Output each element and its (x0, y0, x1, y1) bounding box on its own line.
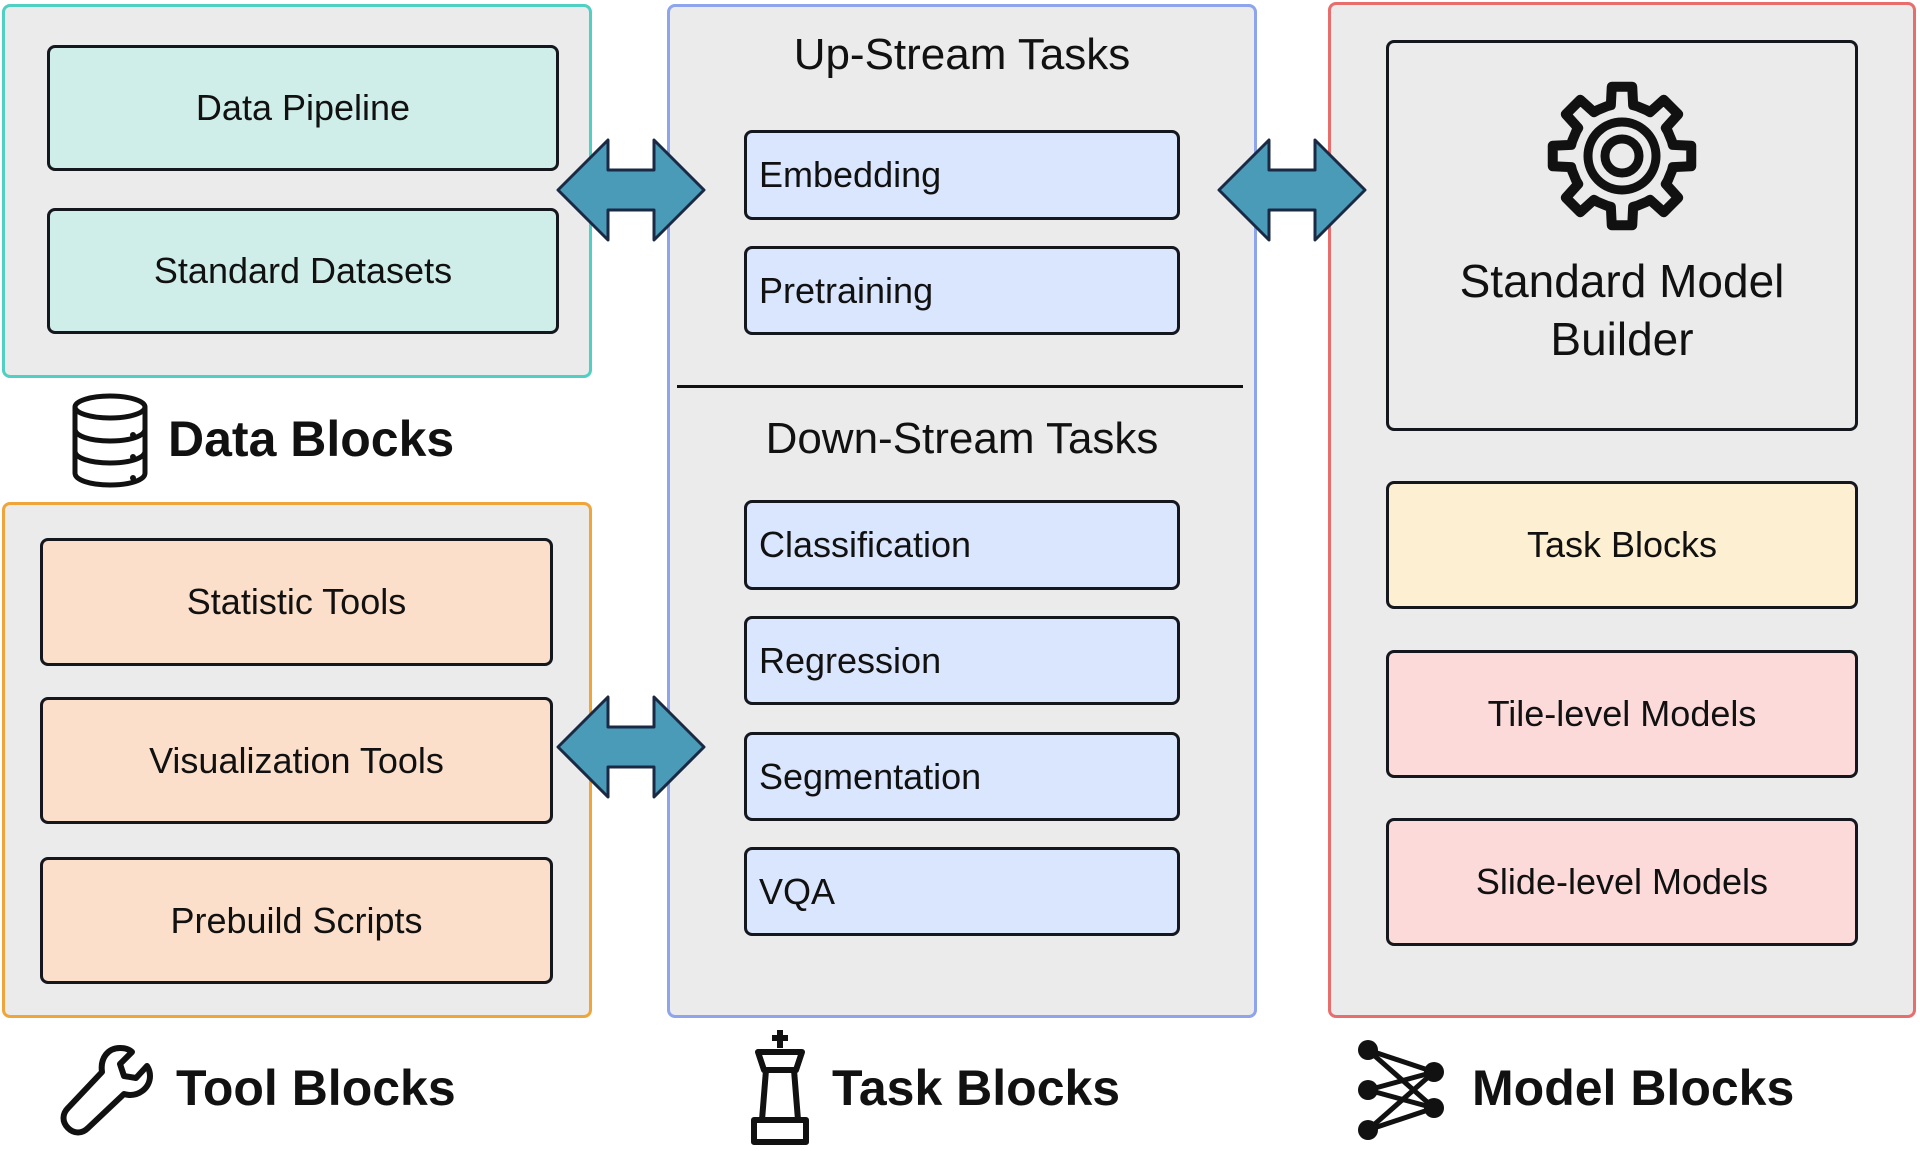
data-pipeline-block[interactable]: Data Pipeline (47, 45, 559, 171)
statistic-tools-block[interactable]: Statistic Tools (40, 538, 553, 666)
tool-task-double-arrow (556, 695, 706, 799)
model-task-blocks-block[interactable]: Task Blocks (1386, 481, 1858, 609)
visualization-tools-block[interactable]: Visualization Tools (40, 697, 553, 824)
regression-block[interactable]: Regression (744, 616, 1180, 705)
task-model-double-arrow (1217, 138, 1367, 242)
tool-blocks-legend: Tool Blocks (176, 1060, 456, 1116)
task-blocks-legend: Task Blocks (832, 1060, 1121, 1116)
data-task-double-arrow (556, 138, 706, 242)
gear-icon (1547, 81, 1697, 231)
downstream-tasks-heading: Down-Stream Tasks (765, 414, 1159, 463)
standard-model-builder-label-line2: Builder (1550, 313, 1694, 365)
data-blocks-legend: Data Blocks (168, 411, 455, 467)
tile-level-models-block[interactable]: Tile-level Models (1386, 650, 1858, 778)
neural-network-icon (1358, 1040, 1444, 1140)
model-blocks-legend: Model Blocks (1472, 1060, 1795, 1116)
standard-model-builder-label-line1: Standard Model (1459, 255, 1785, 307)
classification-block[interactable]: Classification (744, 500, 1180, 590)
wrench-icon (60, 1045, 153, 1136)
prebuild-scripts-block[interactable]: Prebuild Scripts (40, 857, 553, 984)
database-icon (72, 393, 148, 488)
upstream-tasks-heading: Up-Stream Tasks (793, 30, 1131, 79)
slide-level-models-block[interactable]: Slide-level Models (1386, 818, 1858, 946)
pretraining-block[interactable]: Pretraining (744, 246, 1180, 335)
standard-datasets-block[interactable]: Standard Datasets (47, 208, 559, 334)
chess-king-icon (751, 1030, 809, 1145)
vqa-block[interactable]: VQA (744, 847, 1180, 936)
embedding-block[interactable]: Embedding (744, 130, 1180, 220)
task-section-divider (677, 385, 1243, 388)
segmentation-block[interactable]: Segmentation (744, 732, 1180, 821)
standard-model-builder-box[interactable] (1386, 40, 1858, 431)
